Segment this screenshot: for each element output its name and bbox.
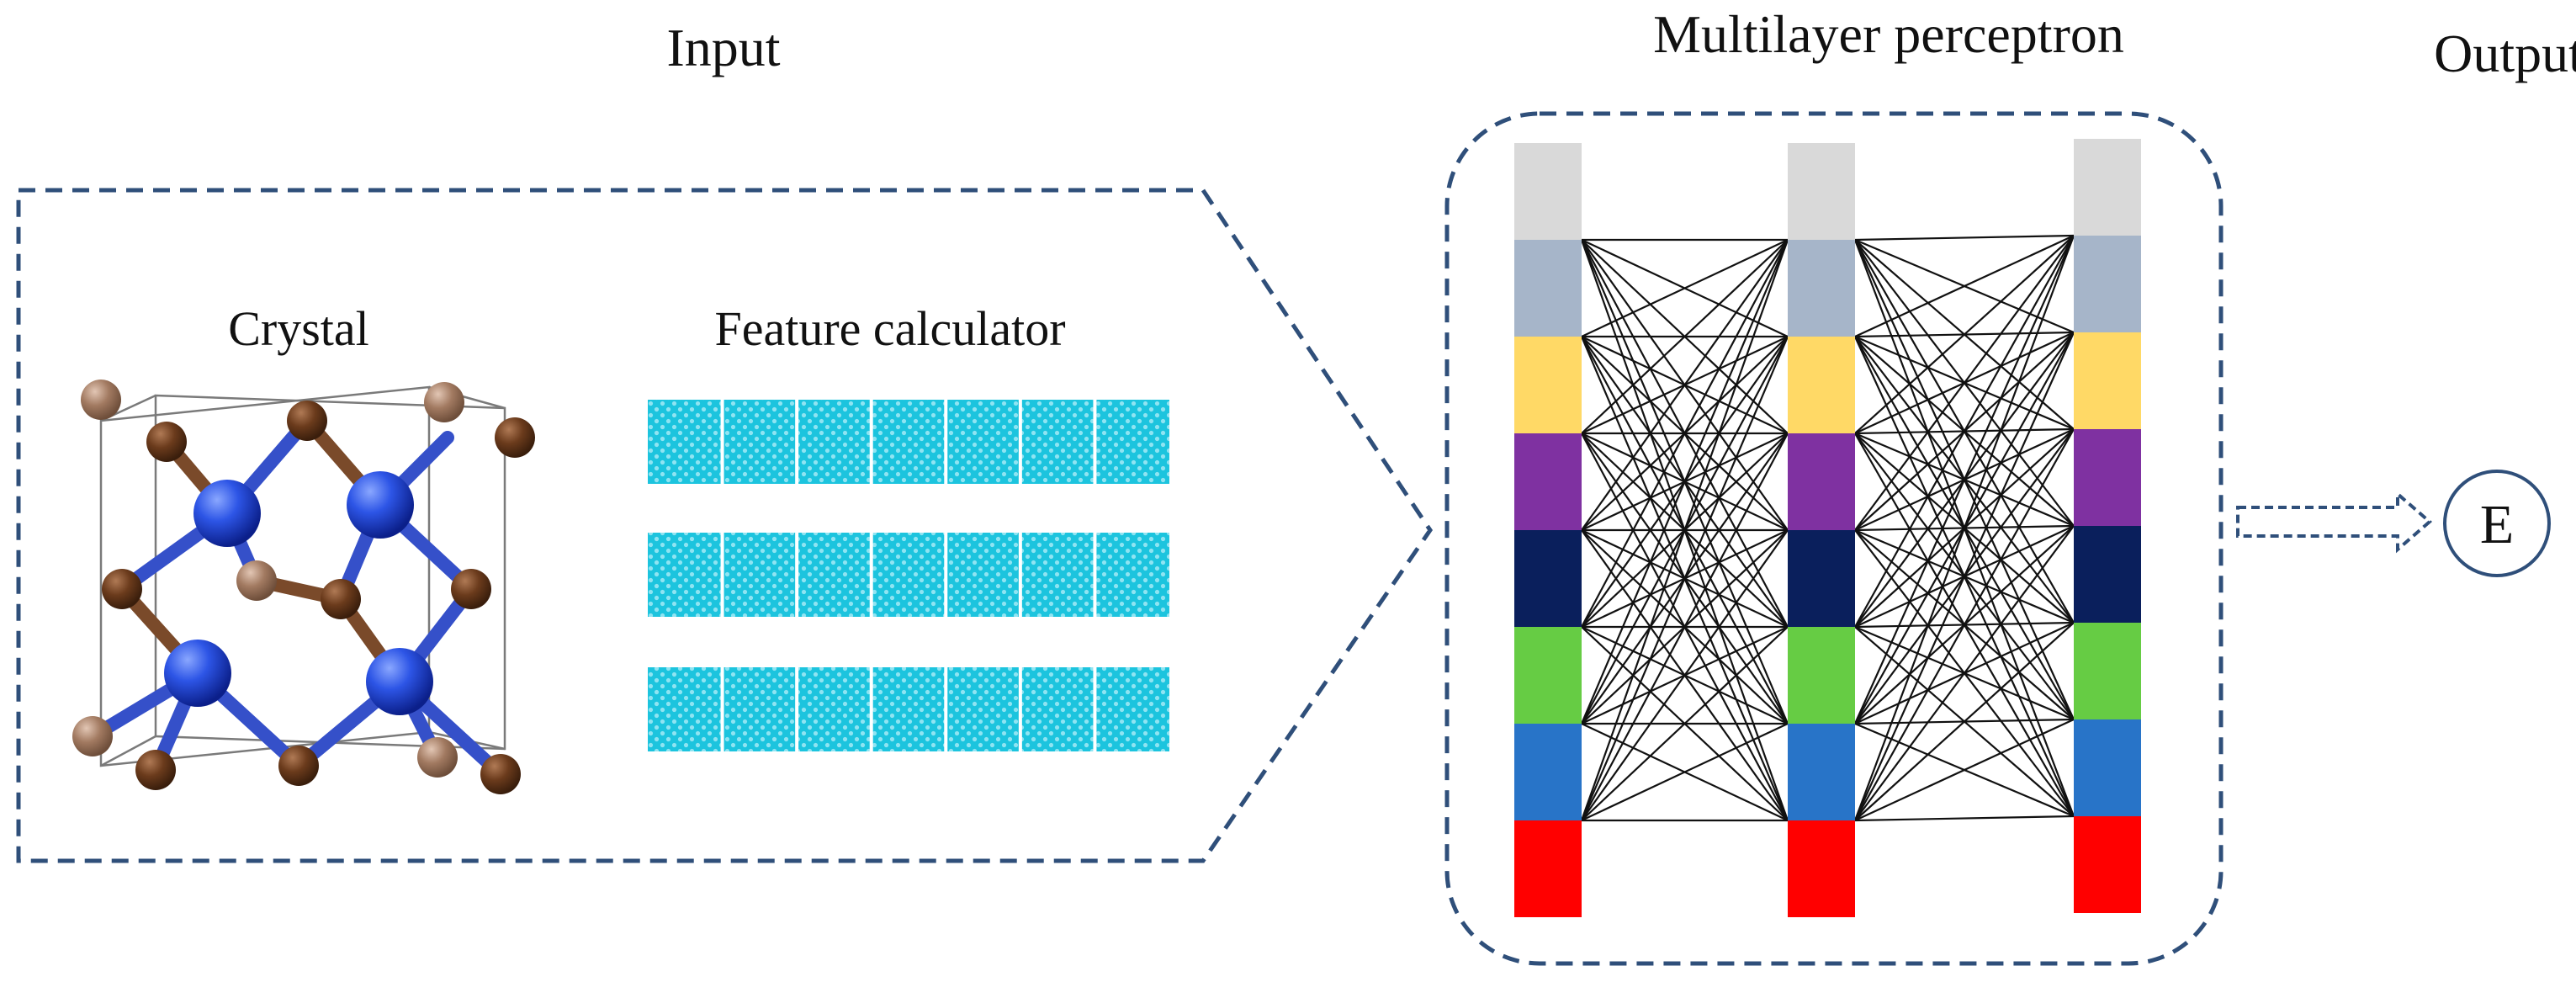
output-label: Output (2434, 24, 2576, 83)
network-node (2074, 719, 2141, 816)
network-connection (1854, 235, 2075, 337)
network-node (2074, 236, 2141, 332)
network-connection (1580, 239, 1789, 725)
mlp-label: Multilayer perceptron (1653, 4, 2124, 64)
network-connection (1854, 428, 2075, 821)
crystal-structure (72, 380, 535, 794)
network-node (1514, 820, 1582, 917)
network-connection (1580, 336, 1789, 821)
network-node (2074, 623, 2141, 719)
crystal-label: Crystal (228, 301, 369, 356)
network-connection (1581, 239, 1789, 337)
network-connection (1853, 235, 2075, 725)
network-connection (1581, 723, 1789, 821)
network-connections (1580, 234, 2075, 822)
network-connection (1854, 815, 2075, 822)
network-node (1514, 724, 1582, 820)
network-node (1514, 530, 1582, 627)
network-node (1788, 143, 1855, 240)
network-connection (1580, 239, 1789, 821)
feature-bar (648, 667, 1169, 751)
feature-bars (648, 400, 1169, 751)
network-node (2074, 816, 2141, 913)
network-node (1514, 143, 1582, 240)
input-region-border (16, 188, 1434, 863)
network-node (2074, 526, 2141, 623)
network-connection (1581, 239, 1789, 531)
network-node (2074, 139, 2141, 236)
network-connection (1581, 239, 1789, 628)
network-node (1788, 240, 1855, 337)
network-node (1514, 627, 1582, 724)
network-nodes (1514, 139, 2141, 917)
circle-output-icon (2443, 470, 2551, 577)
network-connection (1854, 235, 2075, 531)
network-node (1514, 337, 1582, 433)
network-node (1788, 627, 1855, 724)
network-connection (1854, 235, 2075, 628)
output-energy-node: E (2443, 470, 2551, 577)
hollow-right-arrow-icon (2236, 490, 2433, 554)
network-connection (1853, 235, 2075, 821)
network-connection (1581, 626, 1789, 821)
mlp-region-border (1444, 111, 2224, 966)
network-node (1788, 724, 1855, 820)
network-connection (1581, 433, 1789, 821)
network-node (1514, 433, 1582, 530)
network-node (1788, 530, 1855, 627)
network-connection (1854, 525, 2075, 821)
network-node (1788, 337, 1855, 433)
network-node (2074, 429, 2141, 526)
network-connection (1581, 529, 1789, 821)
network-connection (1854, 719, 2075, 821)
network-connection (1581, 239, 1789, 434)
energy-label: E (2480, 494, 2514, 555)
network-connection (1853, 332, 2075, 821)
feature-bar (648, 533, 1169, 617)
network-node (2074, 332, 2141, 429)
network-connection (1854, 234, 2075, 242)
network-connection (1854, 235, 2075, 434)
feature-bar (648, 400, 1169, 484)
network-node (1788, 433, 1855, 530)
network-node (1514, 240, 1582, 337)
input-label: Input (666, 18, 780, 77)
network-connection (1854, 622, 2075, 821)
network-node (1788, 820, 1855, 917)
feature-calculator-label: Feature calculator (714, 301, 1065, 356)
